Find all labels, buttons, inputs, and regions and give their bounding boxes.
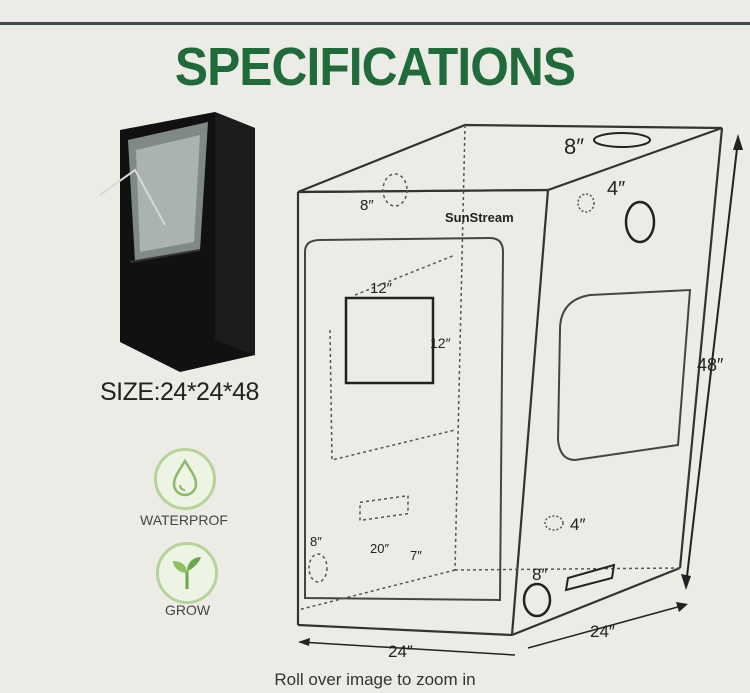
sprout-icon — [173, 557, 201, 589]
window-height-label: 12″ — [430, 335, 451, 351]
side-bottom-port-icon — [544, 515, 564, 531]
window-width-label: 12″ — [370, 280, 393, 297]
side-top-vent-label: 4″ — [607, 178, 625, 200]
floor-depth-label: 7″ — [410, 548, 422, 563]
front-top-vent-label: 8″ — [360, 197, 374, 214]
front-bottom-vent-label: 8″ — [310, 534, 322, 549]
page-title: SPECIFICATIONS — [174, 37, 576, 97]
top-vent-label: 8″ — [564, 134, 584, 159]
side-bottom-vent-label: 4″ — [570, 515, 585, 534]
front-bottom-vent-icon — [308, 553, 328, 583]
side-top-port-icon — [577, 193, 595, 213]
grow-badge — [156, 542, 218, 604]
zoom-hint: Roll over image to zoom in — [274, 670, 476, 689]
size-label: SIZE:24*24*48 — [100, 378, 259, 406]
front-top-vent-icon — [382, 173, 408, 207]
bottom-vent-label: 8″ — [532, 565, 547, 584]
waterproof-label: WATERPROF — [140, 512, 228, 528]
brand-logo: SunStream — [445, 210, 514, 225]
grow-label: GROW — [165, 602, 211, 618]
water-drop-icon — [172, 458, 198, 497]
top-vent-icon — [593, 132, 651, 148]
side-vent-icon — [624, 200, 656, 244]
side-flap-icon — [564, 563, 616, 592]
depth-label: 24″ — [590, 622, 615, 641]
bottom-vent-icon — [522, 582, 552, 618]
waterproof-badge — [154, 448, 216, 510]
width-label: 24″ — [388, 642, 413, 661]
roll-up-window — [344, 296, 435, 385]
height-label: 48″ — [697, 355, 724, 375]
top-border — [0, 22, 750, 25]
floor-width-label: 20″ — [370, 541, 389, 556]
